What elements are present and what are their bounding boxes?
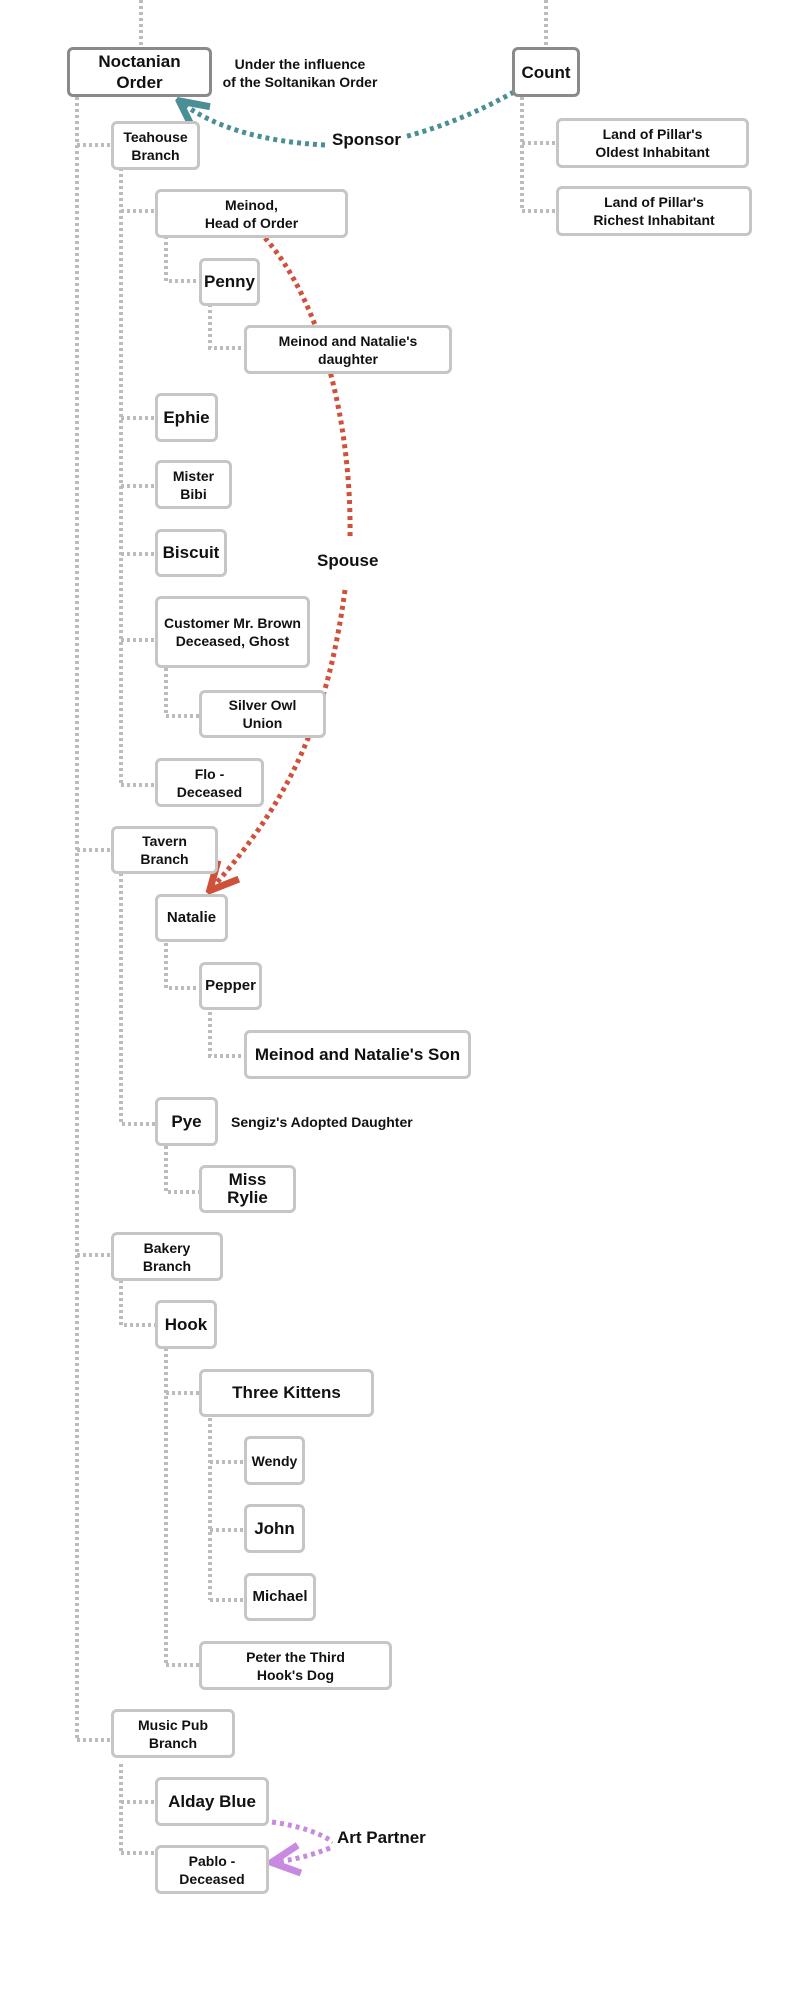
label-spouse: Spouse	[313, 551, 383, 571]
node-john: John	[244, 1504, 305, 1553]
label-sponsor: Sponsor	[328, 130, 405, 150]
sponsor-arrow-head	[182, 103, 326, 148]
node-pye: Pye	[155, 1097, 218, 1146]
node-silver-owl-union: Silver Owl Union	[199, 690, 326, 738]
node-alday-blue: Alday Blue	[155, 1777, 269, 1826]
node-noctanian-order: Noctanian Order	[67, 47, 212, 97]
node-oldest-inhabitant: Land of Pillar's Oldest Inhabitant	[556, 118, 749, 168]
node-meinod-natalie-daughter: Meinod and Natalie's daughter	[244, 325, 452, 374]
node-meinod-natalie-son: Meinod and Natalie's Son	[244, 1030, 471, 1079]
note-soltanikan-influence: Under the influence of the Soltanikan Or…	[222, 56, 378, 90]
node-pepper: Pepper	[199, 962, 262, 1010]
node-tavern-branch: Tavern Branch	[111, 826, 218, 874]
node-mr-brown: Customer Mr. Brown Deceased, Ghost	[155, 596, 310, 668]
node-michael: Michael	[244, 1573, 316, 1621]
node-music-pub-branch: Music Pub Branch	[111, 1709, 235, 1758]
art-partner-arrow-head	[275, 1848, 331, 1862]
spouse-arrow-bottom	[212, 589, 348, 888]
node-natalie: Natalie	[155, 894, 228, 942]
node-wendy: Wendy	[244, 1436, 305, 1485]
node-mister-bibi: Mister Bibi	[155, 460, 232, 509]
art-partner-arrow	[271, 1819, 335, 1845]
node-pablo: Pablo - Deceased	[155, 1845, 269, 1894]
node-penny: Penny	[199, 258, 260, 306]
node-biscuit: Biscuit	[155, 529, 227, 577]
node-meinod: Meinod, Head of Order	[155, 189, 348, 238]
node-hook: Hook	[155, 1300, 217, 1349]
sponsor-arrow	[399, 89, 516, 141]
tree-connectors	[75, 0, 557, 1855]
label-art-partner: Art Partner	[333, 1828, 430, 1848]
node-ephie: Ephie	[155, 393, 218, 442]
node-teahouse-branch: Teahouse Branch	[111, 121, 200, 170]
node-bakery-branch: Bakery Branch	[111, 1232, 223, 1281]
node-richest-inhabitant: Land of Pillar's Richest Inhabitant	[556, 186, 752, 236]
node-three-kittens: Three Kittens	[199, 1369, 374, 1417]
node-miss-rylie: Miss Rylie	[199, 1165, 296, 1213]
node-peter-the-third: Peter the Third Hook's Dog	[199, 1641, 392, 1690]
node-count: Count	[512, 47, 580, 97]
spouse-arrow-top	[263, 236, 353, 541]
node-flo: Flo - Deceased	[155, 758, 264, 807]
note-pye-adopted: Sengiz's Adopted Daughter	[231, 1114, 413, 1130]
